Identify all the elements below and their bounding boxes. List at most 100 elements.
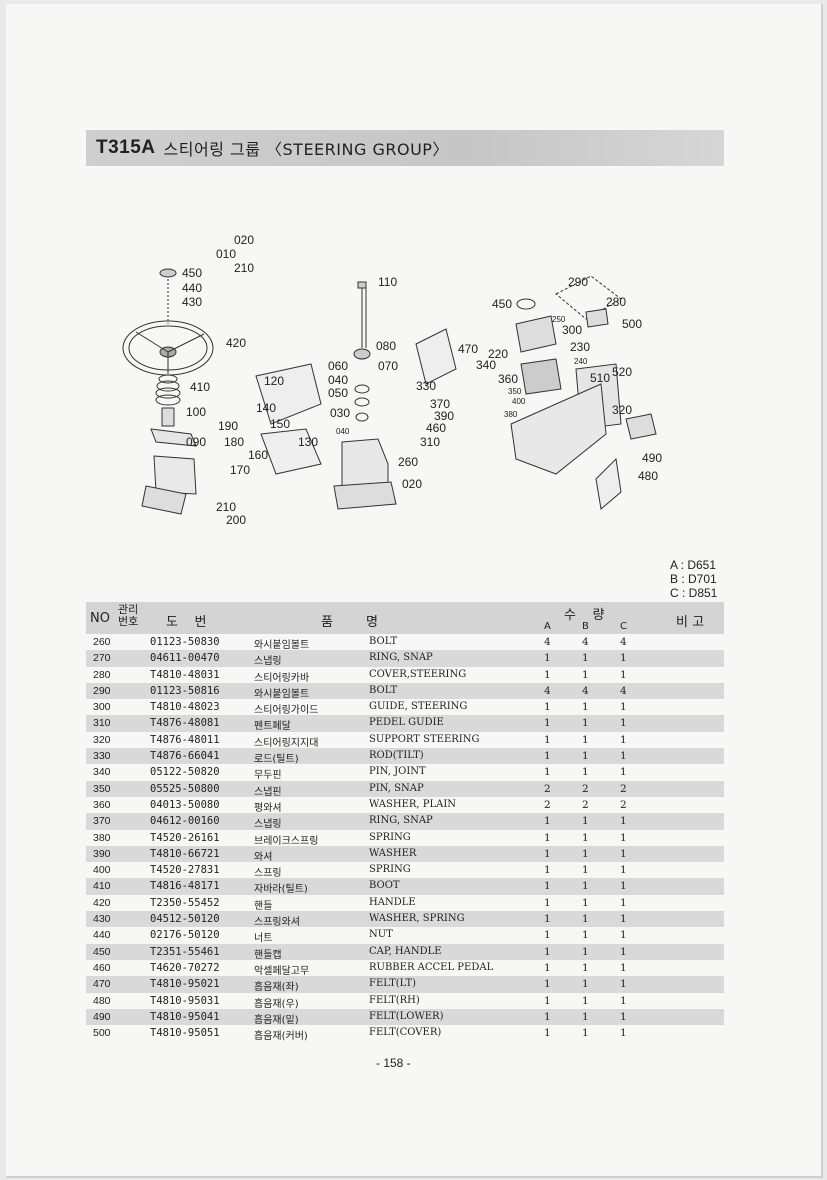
- row-qty-a: 1: [544, 896, 551, 909]
- callout-350: 350: [508, 387, 522, 396]
- header-mgmt: 관리번호: [118, 603, 139, 628]
- legend-b: B : D701: [670, 572, 717, 586]
- row-part-number: 04512-50120: [150, 913, 220, 926]
- row-korean-name: 와시붙임볼트: [254, 688, 310, 700]
- row-korean-name: 흡음재(좌): [254, 982, 299, 994]
- row-part-number: T4810-95031: [150, 994, 220, 1007]
- callout-140: 140: [256, 401, 276, 415]
- row-qty-a: 1: [544, 668, 551, 681]
- row-korean-name: 펜트페달: [254, 721, 291, 733]
- row-english-name: PEDEL GUDIE: [369, 717, 444, 729]
- callout-420: 420: [226, 336, 246, 350]
- row-qty-c: 1: [620, 913, 627, 926]
- row-korean-name: 스티어링카바: [254, 672, 310, 684]
- callout-160: 160: [248, 448, 268, 462]
- row-korean-name: 와시붙임볼트: [254, 640, 310, 651]
- row-english-name: WASHER, SPRING: [369, 913, 465, 925]
- row-english-name: ROD(TILT): [369, 750, 424, 762]
- row-part-number: T2351-55461: [150, 945, 220, 958]
- row-qty-c: 1: [620, 945, 627, 958]
- callout-200: 200: [226, 513, 246, 527]
- row-qty-b: 1: [582, 864, 589, 877]
- row-qty-c: 1: [620, 896, 627, 909]
- callout-230: 230: [570, 340, 590, 354]
- catalog-page: T315A 스티어링 그룹 〈STEERING GROUP〉: [6, 4, 823, 1178]
- row-part-number: T2350-55452: [150, 896, 220, 909]
- callout-370: 370: [430, 397, 450, 411]
- callout-480: 480: [638, 469, 658, 483]
- row-qty-c: 1: [620, 733, 627, 746]
- row-qty-a: 1: [544, 961, 551, 974]
- row-english-name: BOOT: [369, 880, 400, 892]
- row-qty-a: 2: [544, 782, 551, 795]
- row-english-name: PIN, SNAP: [369, 782, 424, 794]
- row-no: 410: [93, 880, 111, 893]
- callout-500: 500: [622, 317, 642, 331]
- callout-310: 310: [420, 435, 440, 449]
- row-no: 300: [93, 701, 111, 714]
- callout-460: 460: [426, 421, 446, 435]
- model-legend: A : D651 B : D701 C : D851: [670, 558, 717, 600]
- row-qty-b: 1: [582, 831, 589, 844]
- row-qty-a: 4: [544, 684, 551, 697]
- row-english-name: COVER,STEERING: [369, 668, 467, 680]
- callout-100: 100: [186, 405, 206, 419]
- row-korean-name: 스프링: [254, 868, 282, 880]
- row-qty-b: 2: [582, 782, 589, 795]
- row-no: 280: [93, 668, 111, 681]
- header-a: A: [544, 621, 551, 632]
- row-qty-b: 1: [582, 701, 589, 714]
- row-korean-name: 와셔: [254, 851, 273, 863]
- callout-260: 260: [398, 455, 418, 469]
- row-english-name: RUBBER ACCEL PEDAL: [369, 961, 494, 973]
- row-qty-a: 1: [544, 733, 551, 746]
- row-qty-c: 1: [620, 701, 627, 714]
- row-part-number: 04611-00470: [150, 652, 220, 665]
- row-no: 380: [93, 831, 111, 844]
- row-qty-b: 1: [582, 961, 589, 974]
- row-qty-a: 1: [544, 831, 551, 844]
- row-korean-name: 핸들캡: [254, 949, 282, 961]
- callout-490: 490: [642, 451, 662, 465]
- row-no: 460: [93, 961, 111, 974]
- callout-250: 250: [552, 315, 566, 324]
- row-no: 320: [93, 733, 111, 746]
- row-qty-c: 1: [620, 750, 627, 763]
- row-part-number: T4520-26161: [150, 831, 220, 844]
- row-english-name: PIN, JOINT: [369, 766, 426, 778]
- row-korean-name: 무두핀: [254, 770, 282, 782]
- row-qty-c: 1: [620, 815, 627, 828]
- row-part-number: T4810-48031: [150, 668, 220, 681]
- callout-130: 130: [298, 435, 318, 449]
- header-name: 품 명: [321, 615, 378, 630]
- row-no: 330: [93, 750, 111, 763]
- row-qty-a: 1: [544, 652, 551, 665]
- row-qty-b: 1: [582, 1027, 589, 1040]
- row-english-name: HANDLE: [369, 896, 416, 908]
- row-no: 420: [93, 896, 111, 909]
- row-part-number: T4810-95051: [150, 1027, 220, 1040]
- callout-220: 220: [488, 347, 508, 361]
- row-korean-name: 스티어링가이드: [254, 705, 319, 717]
- callout-520: 520: [612, 365, 632, 379]
- legend-c: C : D851: [670, 586, 718, 600]
- row-qty-a: 1: [544, 864, 551, 877]
- row-qty-a: 2: [544, 798, 551, 811]
- row-part-number: 02176-50120: [150, 929, 220, 942]
- row-part-number: T4810-48023: [150, 701, 220, 714]
- legend-a: A : D651: [670, 558, 717, 572]
- row-english-name: BOLT: [369, 636, 398, 647]
- row-korean-name: 흡음재(커버): [254, 1031, 308, 1043]
- callout-240: 240: [574, 357, 588, 366]
- callout-410: 410: [190, 380, 210, 394]
